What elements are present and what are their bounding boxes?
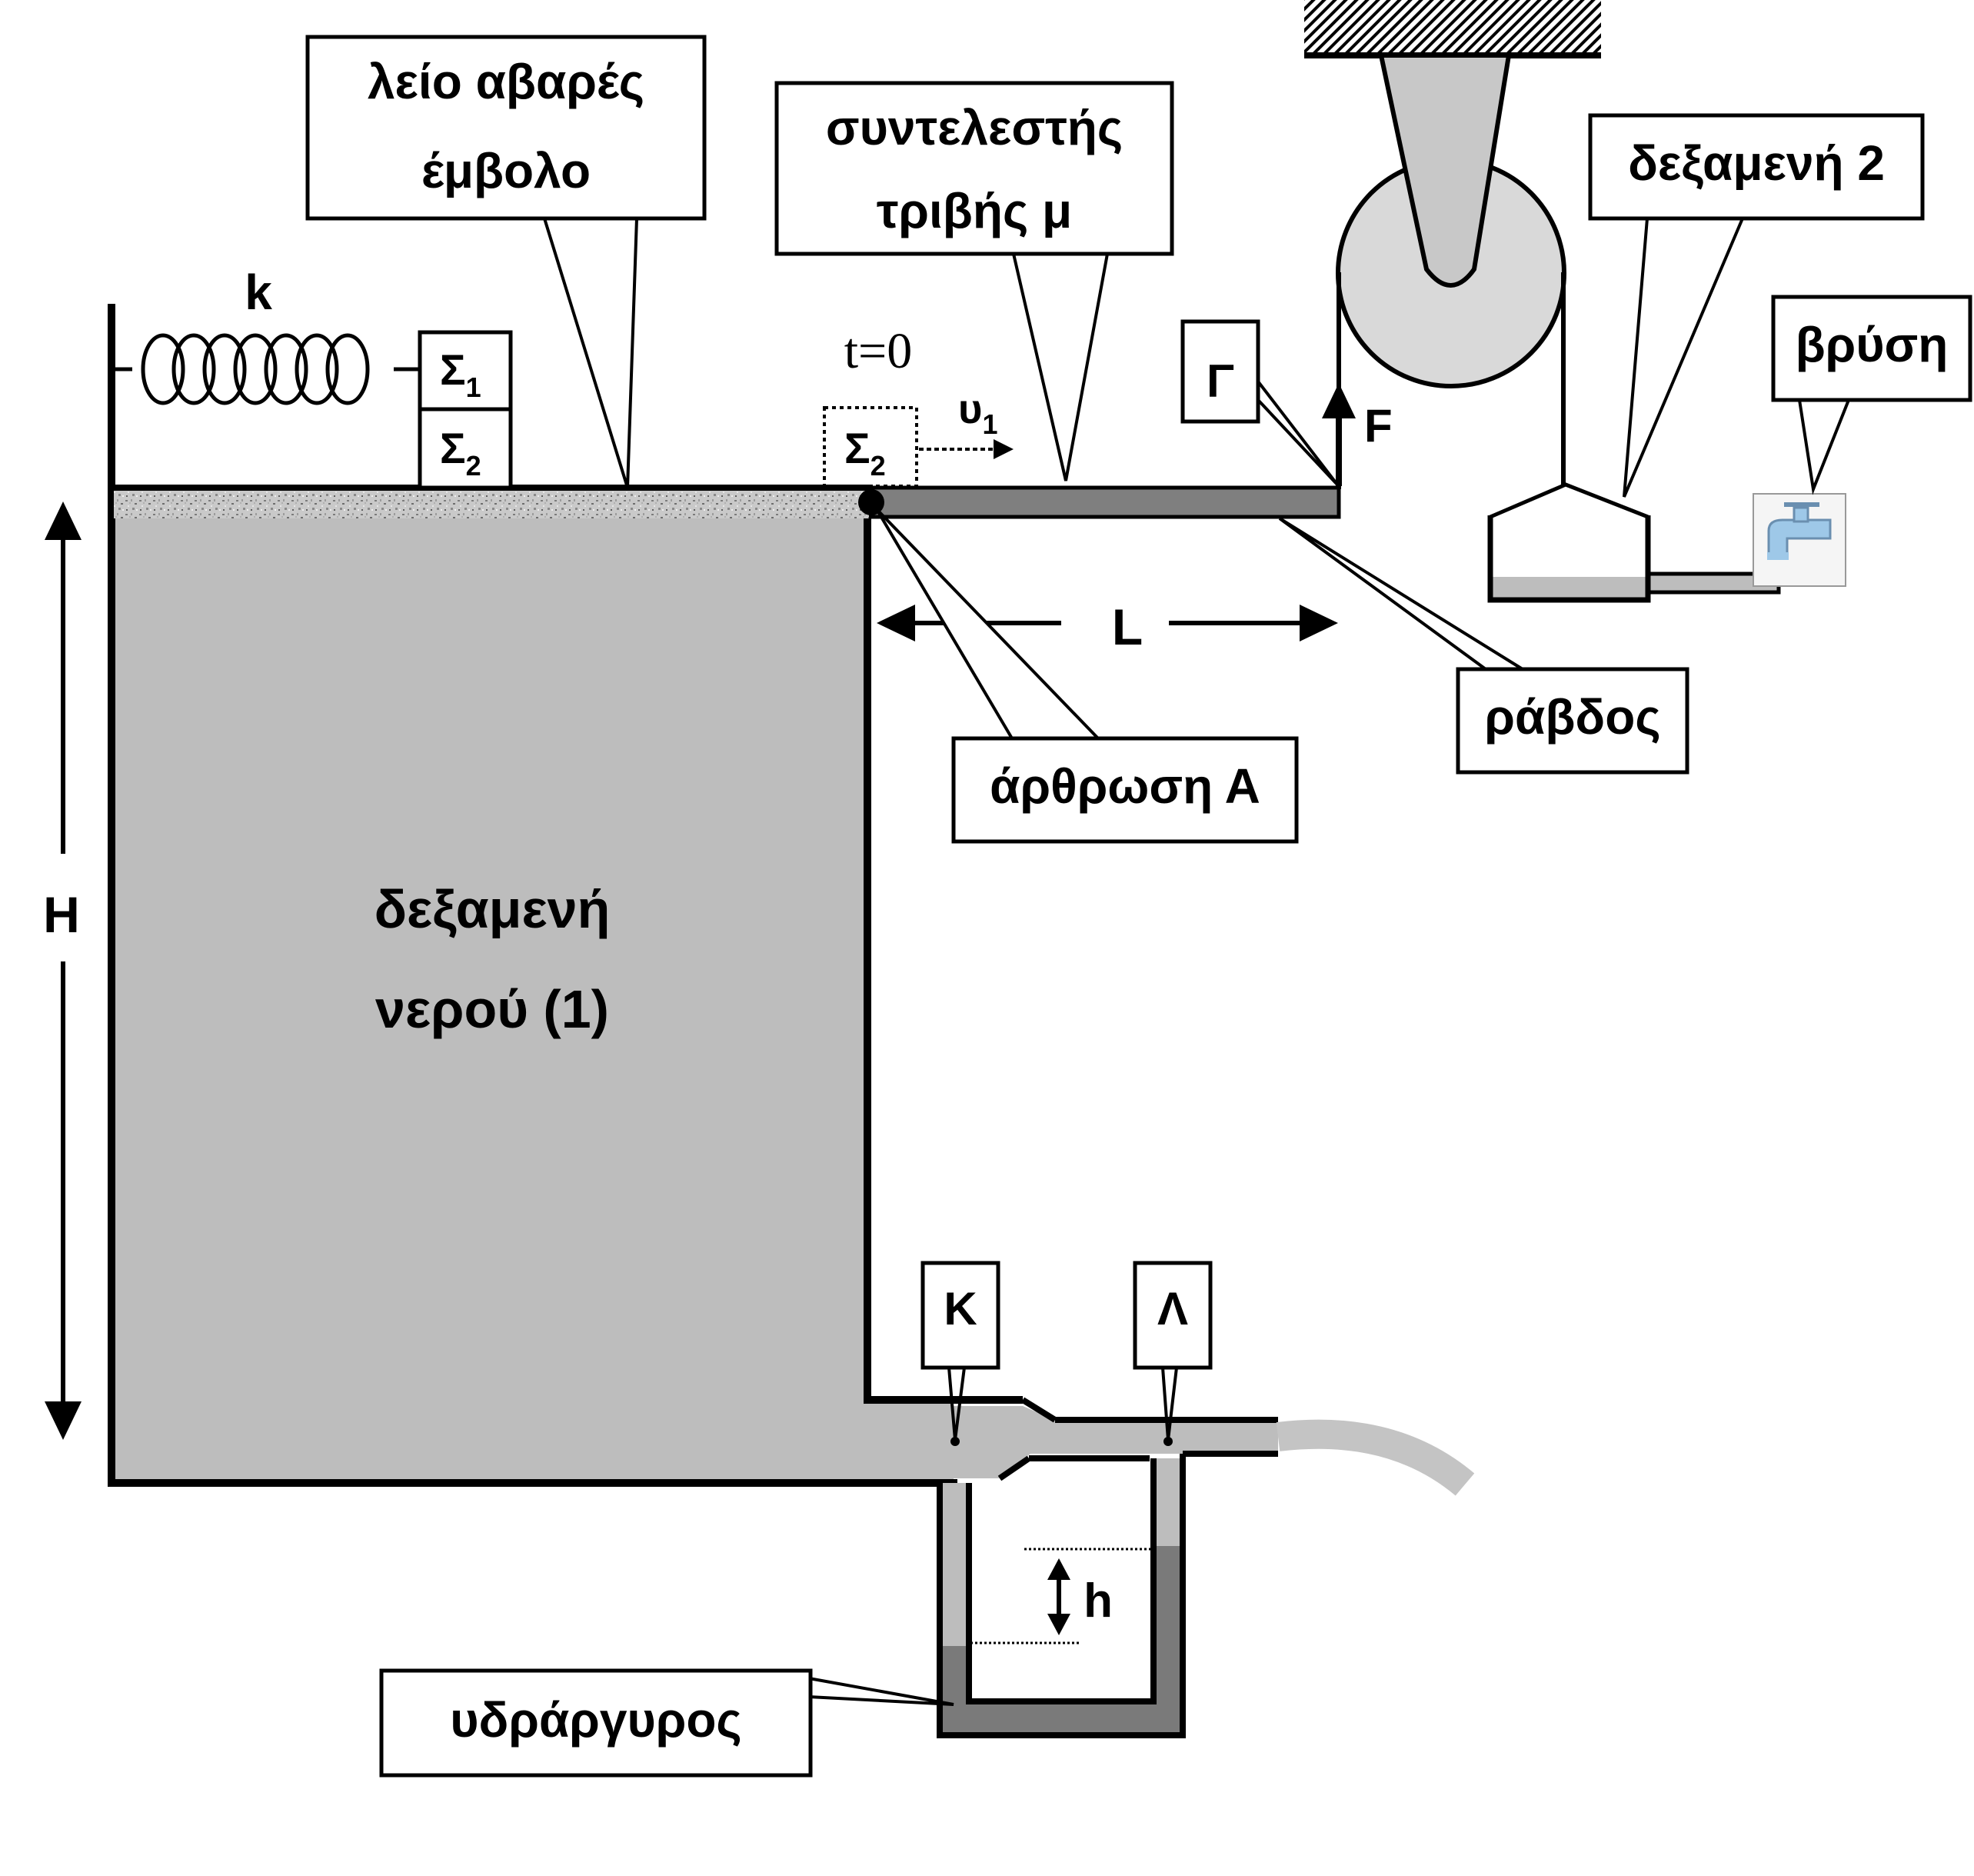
friction-label-line1: συντελεστής — [826, 100, 1123, 155]
block-sigma-1: Σ1 — [418, 330, 513, 412]
height-H-label: H — [43, 886, 80, 943]
pipe — [954, 1397, 1278, 1481]
mercury-callout — [379, 1668, 954, 1778]
gamma-label: Γ — [1207, 355, 1234, 407]
faucet-label: βρύση — [1796, 317, 1949, 372]
spring — [114, 333, 421, 405]
length-L-label: L — [1112, 598, 1143, 655]
tank-2-label: δεξαμενή 2 — [1628, 135, 1885, 191]
point-K-callout — [920, 1261, 1000, 1446]
height-H-dimension — [45, 501, 82, 1440]
point-K-label: Κ — [944, 1283, 977, 1335]
ceiling-hatching — [1304, 0, 1601, 54]
piston-label-line1: λείο αβαρές — [368, 54, 644, 109]
block-sigma-2: Σ2 — [418, 407, 513, 490]
friction-label-line2: τριβής μ — [877, 183, 1072, 238]
tank-2-callout — [1588, 113, 1925, 498]
tank-2 — [1487, 482, 1781, 603]
point-Lambda-label: Λ — [1157, 1283, 1188, 1335]
faucet-callout — [1771, 295, 1972, 495]
time-label: t=0 — [844, 323, 913, 379]
velocity-arrowhead — [994, 439, 1014, 459]
hinge-label: άρθρωση Α — [990, 758, 1260, 814]
gamma-callout — [1180, 319, 1339, 486]
piston-label-line2: έμβολο — [421, 143, 591, 198]
pulley-mount — [1378, 53, 1512, 288]
moving-block-label: Σ2 — [844, 424, 886, 481]
block-sigma-2-label: Σ2 — [440, 424, 481, 481]
piston — [114, 488, 869, 518]
spring-constant-label: k — [245, 265, 272, 320]
tank-1-water — [112, 511, 954, 1483]
faucet-icon — [1753, 493, 1846, 587]
block-sigma-1-label: Σ1 — [440, 345, 481, 403]
mercury-label: υδράργυρος — [450, 1692, 741, 1748]
force-label: F — [1364, 400, 1393, 452]
hose — [1276, 1419, 1475, 1496]
rod-label: ράβδος — [1484, 689, 1660, 745]
h-dimension — [1047, 1558, 1070, 1635]
rod-callout — [1278, 517, 1689, 775]
force-arrowhead — [1322, 383, 1356, 418]
tank-1 — [108, 304, 1023, 1487]
moving-block-sigma-2: Σ2 — [823, 406, 918, 488]
rod — [869, 485, 1341, 519]
tank-1-label-line2: νερού (1) — [375, 979, 609, 1039]
point-Lambda-callout — [1133, 1261, 1213, 1446]
tank-1-label-line1: δεξαμενή — [374, 879, 611, 939]
piston-callout — [305, 35, 707, 488]
hinge-callout — [875, 508, 1299, 844]
velocity-label: υ1 — [958, 386, 997, 440]
friction-callout — [774, 81, 1174, 481]
u-tube-manometer — [937, 1454, 1186, 1738]
h-label: h — [1084, 1574, 1113, 1628]
